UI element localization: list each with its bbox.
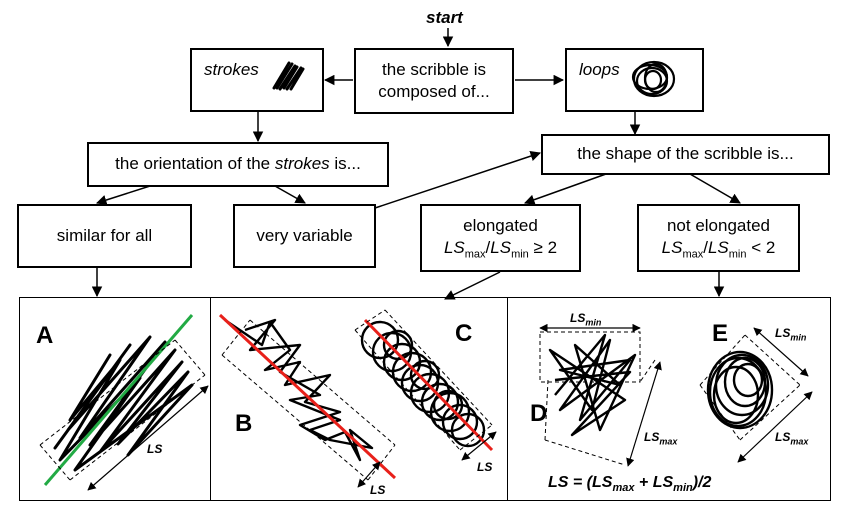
leaf-elongated-ratio: LSmax/LSmin ≥ 2 bbox=[443, 237, 558, 261]
panel-a-ls-arrow bbox=[87, 385, 209, 491]
strokes-scribble-icon bbox=[272, 61, 305, 91]
node-shape-text: the shape of the scribble is... bbox=[577, 144, 794, 164]
leaf-notelongated-title: not elongated bbox=[666, 215, 771, 235]
leaf-similar-for-all: similar for all bbox=[17, 204, 192, 268]
leaf-elongated: elongated LSmax/LSmin ≥ 2 bbox=[420, 204, 581, 272]
arrow-orientation-to-variable bbox=[274, 185, 306, 204]
node-composed-of: the scribble is composed of... bbox=[354, 48, 514, 114]
panel-e-lsmin-label: LSmin bbox=[775, 326, 807, 343]
arrow-variable-to-shape bbox=[374, 151, 541, 209]
arrow-orientation-to-similar bbox=[96, 185, 151, 206]
node-loops-label: loops bbox=[579, 59, 620, 79]
orientation-suffix: is... bbox=[329, 154, 361, 174]
arrow-shape-to-notelongated bbox=[689, 173, 741, 204]
panel-label-b: B bbox=[235, 410, 253, 437]
panel-d-lsmax-label: LSmax bbox=[644, 430, 678, 447]
panel-c-orientation-line bbox=[363, 318, 494, 452]
panel-c-ls-label: LS bbox=[477, 460, 493, 474]
panel-c-ls-arrow bbox=[461, 431, 497, 461]
arrow-shape-to-elongated bbox=[524, 173, 607, 205]
panel-d-lsmin-label: LSmin bbox=[570, 311, 602, 328]
ls-formula: LS = (LSmax + LSmin)/2 bbox=[548, 474, 712, 495]
leaf-notelongated-ratio: LSmax/LSmin < 2 bbox=[661, 237, 776, 261]
leaf-elongated-title: elongated bbox=[463, 215, 538, 235]
leaf-similar-text: similar for all bbox=[56, 225, 153, 245]
node-strokes-label: strokes bbox=[204, 59, 259, 79]
panel-label-c: C bbox=[455, 320, 473, 347]
leaf-very-variable: very variable bbox=[233, 204, 376, 268]
panel-e-lsmax-label: LSmax bbox=[775, 430, 809, 447]
panel-b-ls-label: LS bbox=[370, 483, 386, 497]
panel-a-ls-label: LS bbox=[147, 442, 163, 456]
panel-label-d: D bbox=[530, 400, 548, 427]
node-orientation-text: the orientation of the strokes is... bbox=[115, 153, 361, 175]
loops-scribble-icon bbox=[631, 60, 675, 98]
panel-e-lsmin-arrow bbox=[753, 327, 809, 377]
panel-de-frame bbox=[507, 297, 831, 501]
panel-e-lsmax-arrow bbox=[737, 391, 813, 463]
start-label: start bbox=[426, 8, 463, 27]
panel-label-a: A bbox=[36, 322, 54, 349]
arrow-elongated-to-panel-bc bbox=[444, 271, 501, 300]
node-composed-of-text: the scribble is composed of... bbox=[378, 59, 490, 101]
node-orientation: the orientation of the strokes is... bbox=[87, 142, 389, 187]
leaf-not-elongated: not elongated LSmax/LSmin < 2 bbox=[637, 204, 800, 272]
panel-label-e: E bbox=[712, 320, 729, 347]
orientation-emph: strokes bbox=[274, 154, 330, 174]
node-shape: the shape of the scribble is... bbox=[541, 134, 830, 175]
node-loops: loops bbox=[565, 48, 704, 112]
leaf-variable-text: very variable bbox=[256, 225, 353, 245]
panel-b-ls-arrow bbox=[357, 461, 381, 488]
panel-b-orientation-line bbox=[218, 313, 397, 480]
panel-d-lsmax-arrow bbox=[626, 361, 662, 467]
node-strokes: strokes bbox=[190, 48, 324, 112]
orientation-prefix: the orientation of the bbox=[115, 154, 275, 174]
